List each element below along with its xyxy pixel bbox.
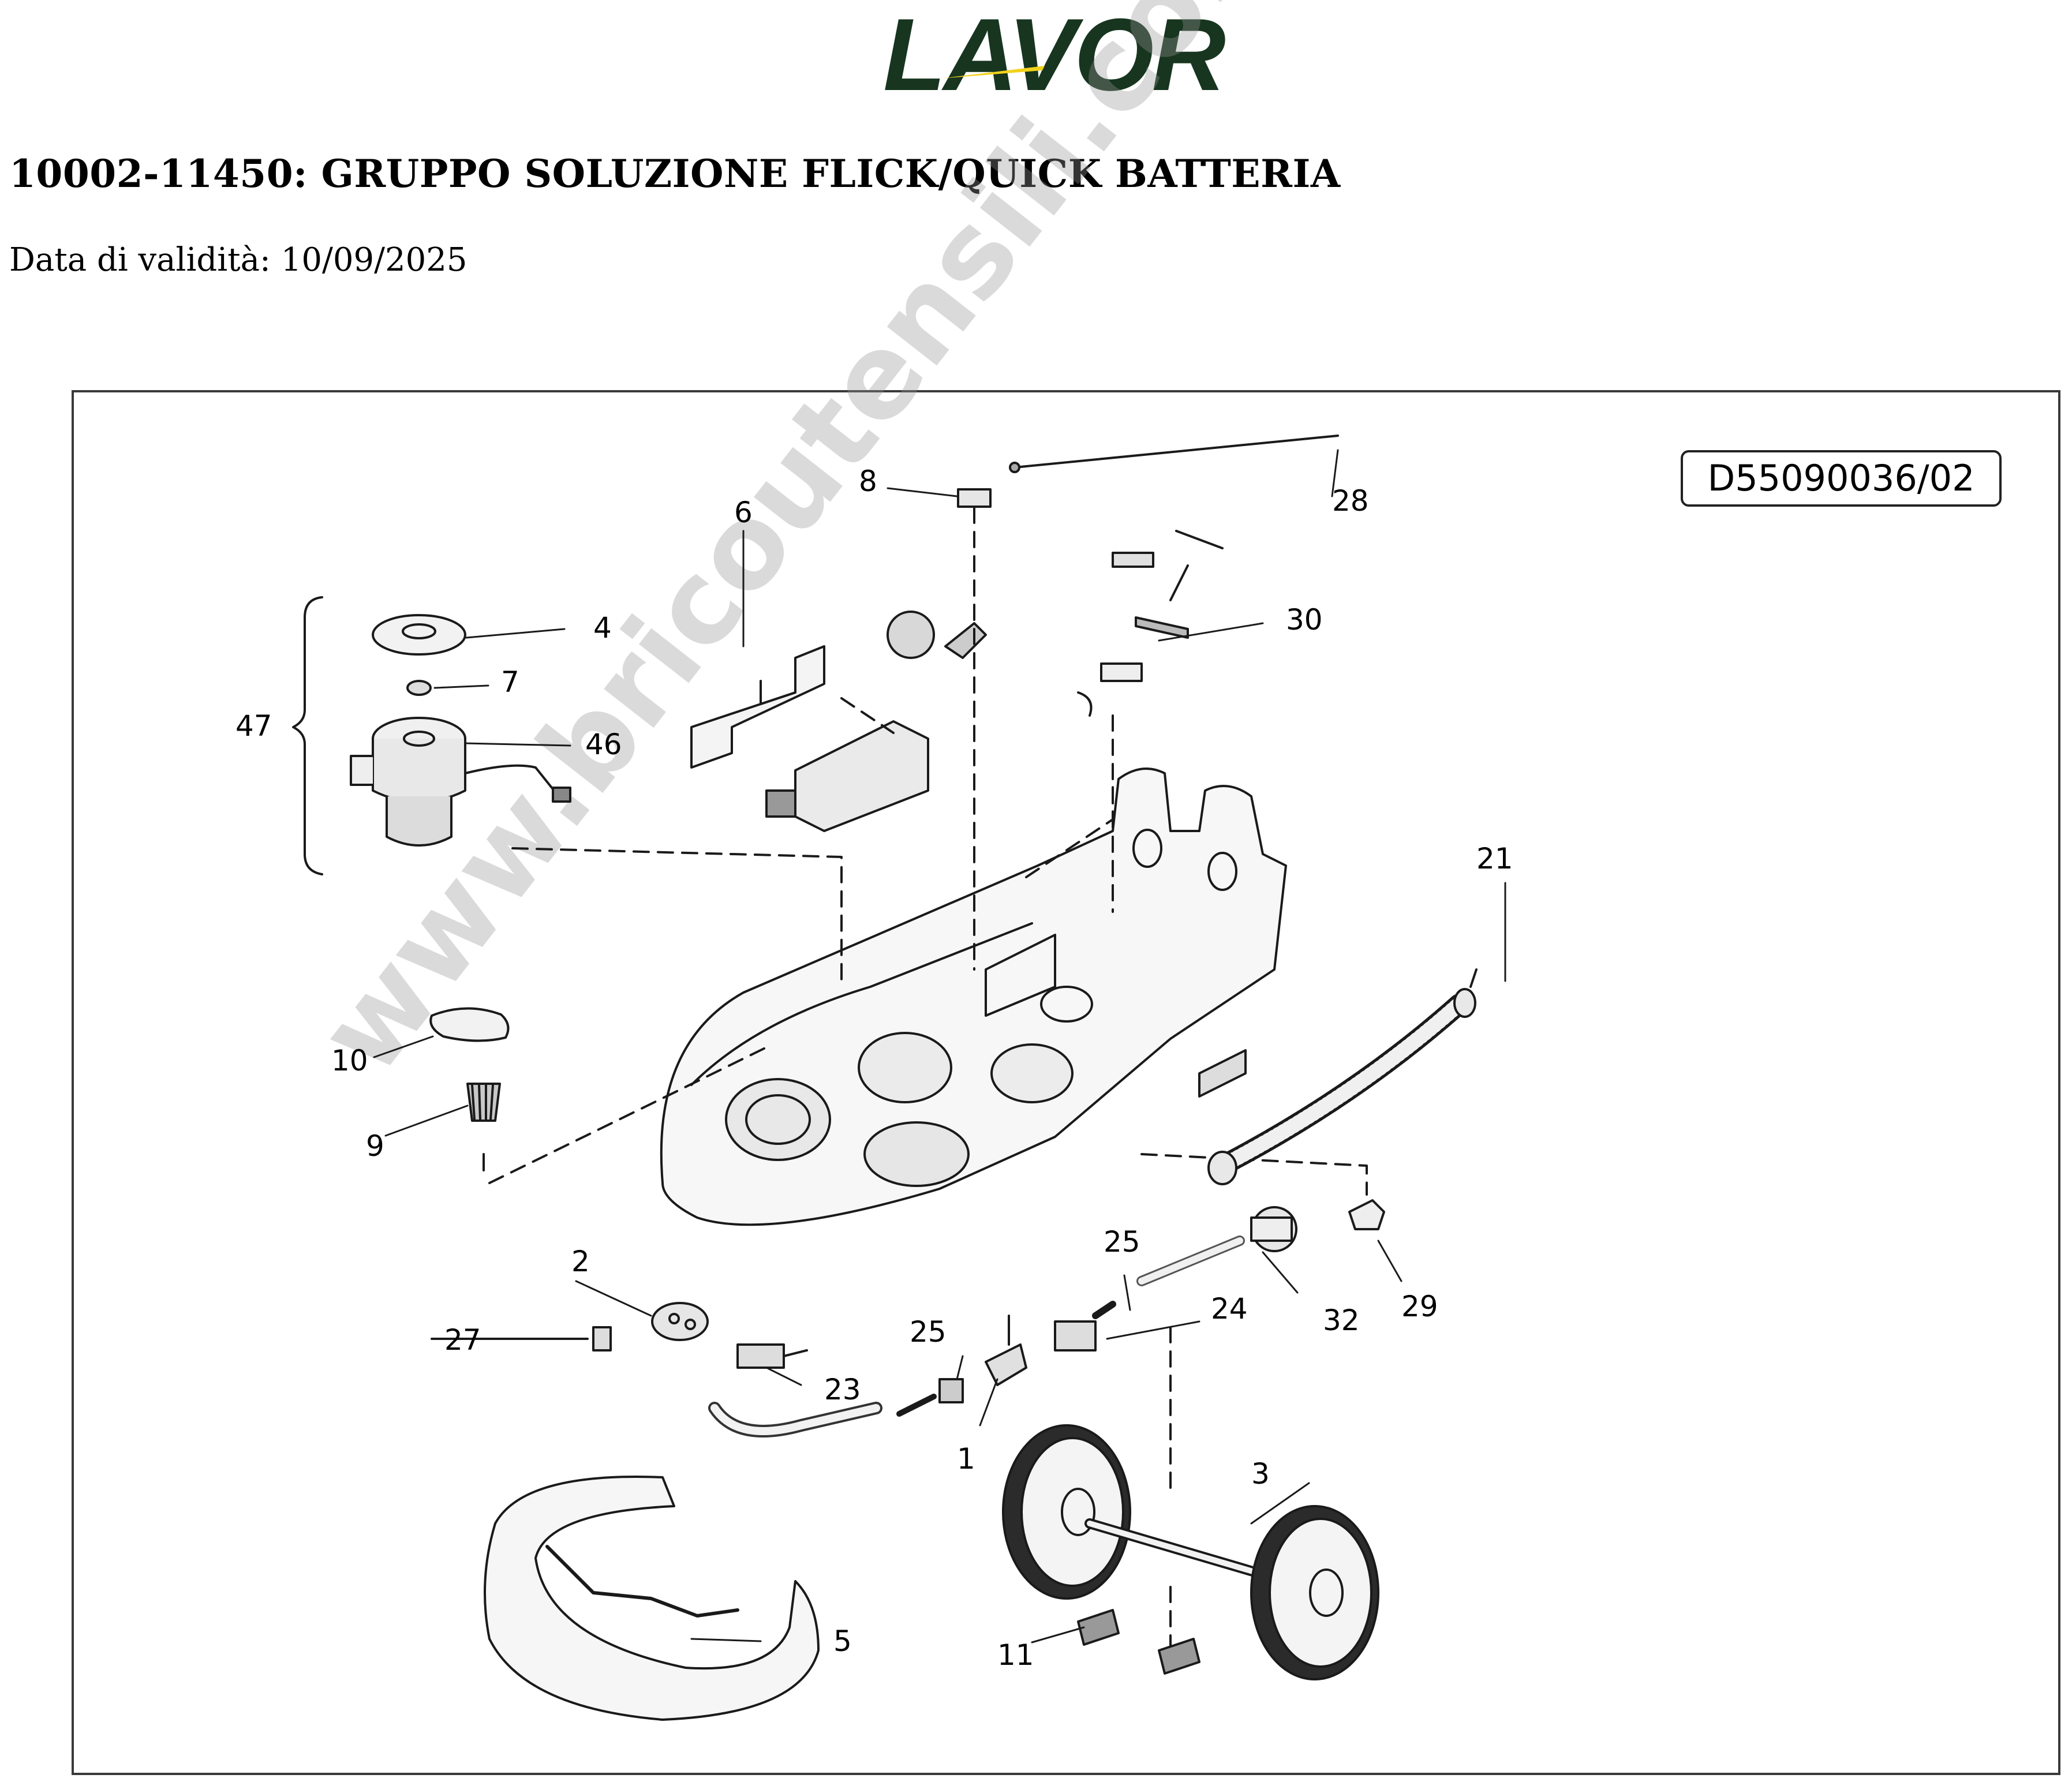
callout-9: 9 [366,1129,384,1163]
part-4-gasket [372,614,466,656]
callout-21: 21 [1476,842,1513,875]
part-6-cover [690,645,825,769]
callout-10: 10 [331,1044,368,1077]
callout-46: 46 [585,728,622,761]
validity-date: Data di validità: 10/09/2025 [9,241,467,279]
callout-7: 7 [501,665,519,699]
part-3-wheel-axle [1002,1424,1379,1680]
machine-base [660,768,1287,1226]
part-11-plate-left [1077,1609,1120,1646]
part-25-connector-lower [896,1378,964,1417]
part-25-connector-upper [1092,1301,1116,1319]
callout-27: 27 [444,1323,481,1357]
part-5-bumper [484,1476,820,1721]
callout-11: 11 [997,1638,1034,1672]
callout-29: 29 [1401,1290,1438,1323]
lavor-logo-text: LAVOR [883,10,1225,103]
part-10-cap [429,1007,510,1042]
callout-8: 8 [859,465,877,498]
lavor-logo: LAVOR [883,10,1228,103]
part-7-washer [406,680,432,696]
part-30-lever [1077,530,1224,717]
leader-lines [373,449,1506,1644]
part-32-valve [1250,1206,1297,1252]
callout-32: 32 [1323,1304,1360,1337]
callout-30: 30 [1286,603,1323,637]
callout-25-lower: 25 [910,1315,947,1349]
parts-drawing [292,435,1506,1721]
callout-24: 24 [1211,1292,1248,1326]
callout-47: 47 [235,709,272,743]
part-46-suction-motor [350,717,571,847]
part-29-elbow [1348,1199,1385,1230]
callout-4: 4 [593,611,612,645]
callout-6: 6 [734,496,753,529]
callout-1: 1 [957,1442,975,1476]
lavor-logo-swoosh [941,66,1045,78]
part-2-filter-plate [651,1302,709,1341]
callout-23: 23 [824,1373,861,1406]
part-8-bracket [957,488,992,508]
part-23-switch [736,1343,808,1369]
callout-28: 28 [1332,484,1369,518]
control-board [765,611,987,832]
part-24-solenoid-valve [1054,1320,1097,1352]
callout-25-upper: 25 [1104,1225,1140,1259]
part-28-cable [1013,435,1339,469]
part-21-hose [1207,968,1478,1185]
part-27-clip [592,1326,612,1352]
exploded-diagram: www.bricoutensili.com [72,0,2060,1775]
callout-2: 2 [571,1245,590,1278]
group-47-brace [292,596,323,875]
drawing-code-box: D55090036/02 [1681,450,2002,507]
part-9-filter [466,1083,501,1171]
part-1-bracket [985,1343,1027,1386]
page-title: 10002-11450: GRUPPO SOLUZIONE FLICK/QUIC… [9,151,1341,196]
part-11-plate-right [1158,1638,1200,1675]
callout-3: 3 [1251,1457,1270,1491]
callout-5: 5 [833,1624,852,1658]
